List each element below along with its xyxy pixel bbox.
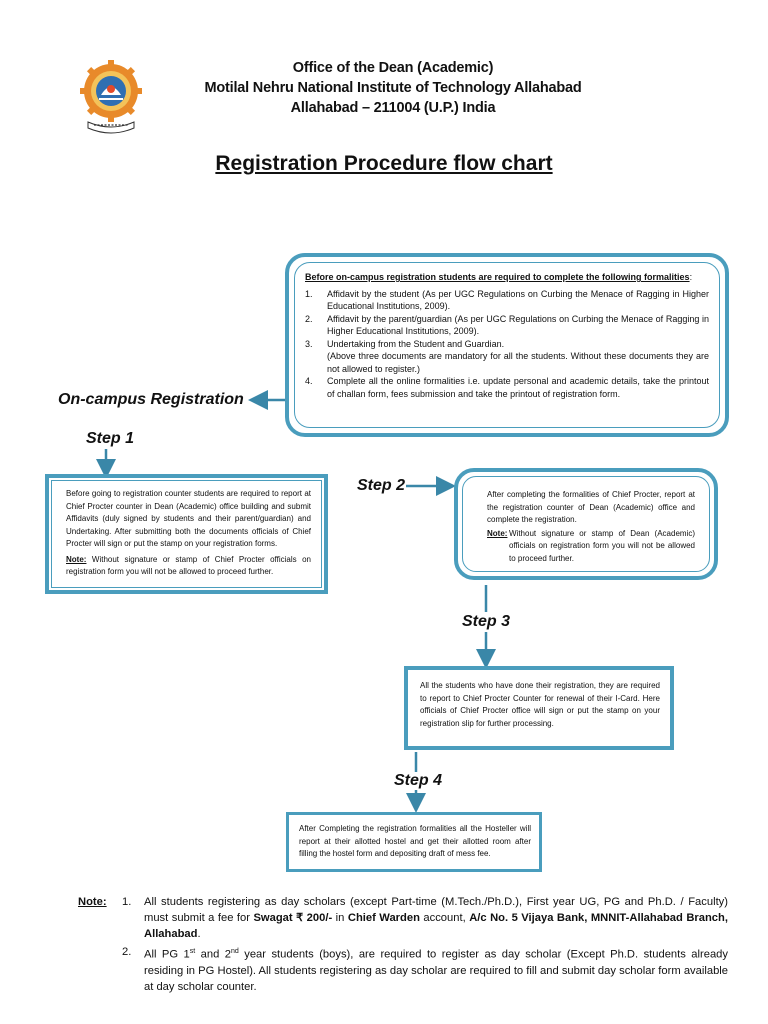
note-2-text: All PG 1st and 2nd year students (boys),… <box>144 948 729 993</box>
step2-note: Note: Without signature or stamp of Dean… <box>487 528 695 563</box>
note-label: Note: <box>78 896 107 908</box>
formalities-item: 3.Undertaking from the Student and Guard… <box>305 338 505 349</box>
step2-content: After completing the formalities of Chie… <box>462 476 710 572</box>
step4-text: After Completing the registration formal… <box>299 824 531 858</box>
header-institute: Motilal Nehru National Institute of Tech… <box>204 80 582 96</box>
step2-box: After completing the formalities of Chie… <box>454 468 718 580</box>
institute-logo <box>80 58 142 134</box>
step1-text: Before going to registration counter stu… <box>66 489 311 548</box>
note-1-number: 1. <box>122 896 132 908</box>
formalities-box: Before on-campus registration students a… <box>285 253 729 437</box>
formalities-item: 1.Affidavit by the student (As per UGC R… <box>305 288 709 312</box>
step1-label: Step 1 <box>86 430 135 447</box>
formalities-heading: Before on-campus registration students a… <box>305 272 693 282</box>
formalities-inner: Before on-campus registration students a… <box>294 262 720 428</box>
step1-box: Before going to registration counter stu… <box>45 474 328 594</box>
step4-box: After Completing the registration formal… <box>286 812 542 872</box>
step2-label: Step 2 <box>357 477 406 494</box>
step4-label: Step 4 <box>394 772 443 789</box>
note-2: 2. All PG 1st and 2nd year students (boy… <box>78 944 728 995</box>
page-title: Registration Procedure flow chart <box>215 152 553 175</box>
step1-content: Before going to registration counter stu… <box>51 480 322 588</box>
step3-text: All the students who have done their reg… <box>420 681 660 728</box>
formalities-item: 2.Affidavit by the parent/guardian (As p… <box>305 313 709 337</box>
header-office: Office of the Dean (Academic) <box>292 60 494 76</box>
oncampus-registration-label: On-campus Registration <box>58 391 244 408</box>
note-1: Note: 1. All students registering as day… <box>78 894 728 942</box>
note-2-number: 2. <box>122 946 132 958</box>
note-1-text: All students registering as day scholars… <box>144 896 728 940</box>
formalities-content: Before on-campus registration students a… <box>305 271 709 400</box>
header-address: Allahabad – 211004 (U.P.) India <box>290 100 496 116</box>
formalities-item: 4.Complete all the online formalities i.… <box>305 376 709 399</box>
step1-note: Note: Without signature or stamp of Chie… <box>66 554 311 577</box>
formalities-item: (Above three documents are mandatory for… <box>327 351 709 374</box>
notes-section: Note: 1. All students registering as day… <box>78 894 728 995</box>
step3-label: Step 3 <box>462 613 511 630</box>
step3-box: All the students who have done their reg… <box>404 666 674 750</box>
step2-text: After completing the formalities of Chie… <box>487 490 695 524</box>
note-label-spacer <box>78 944 122 995</box>
formalities-list: 1.Affidavit by the student (As per UGC R… <box>305 288 709 401</box>
